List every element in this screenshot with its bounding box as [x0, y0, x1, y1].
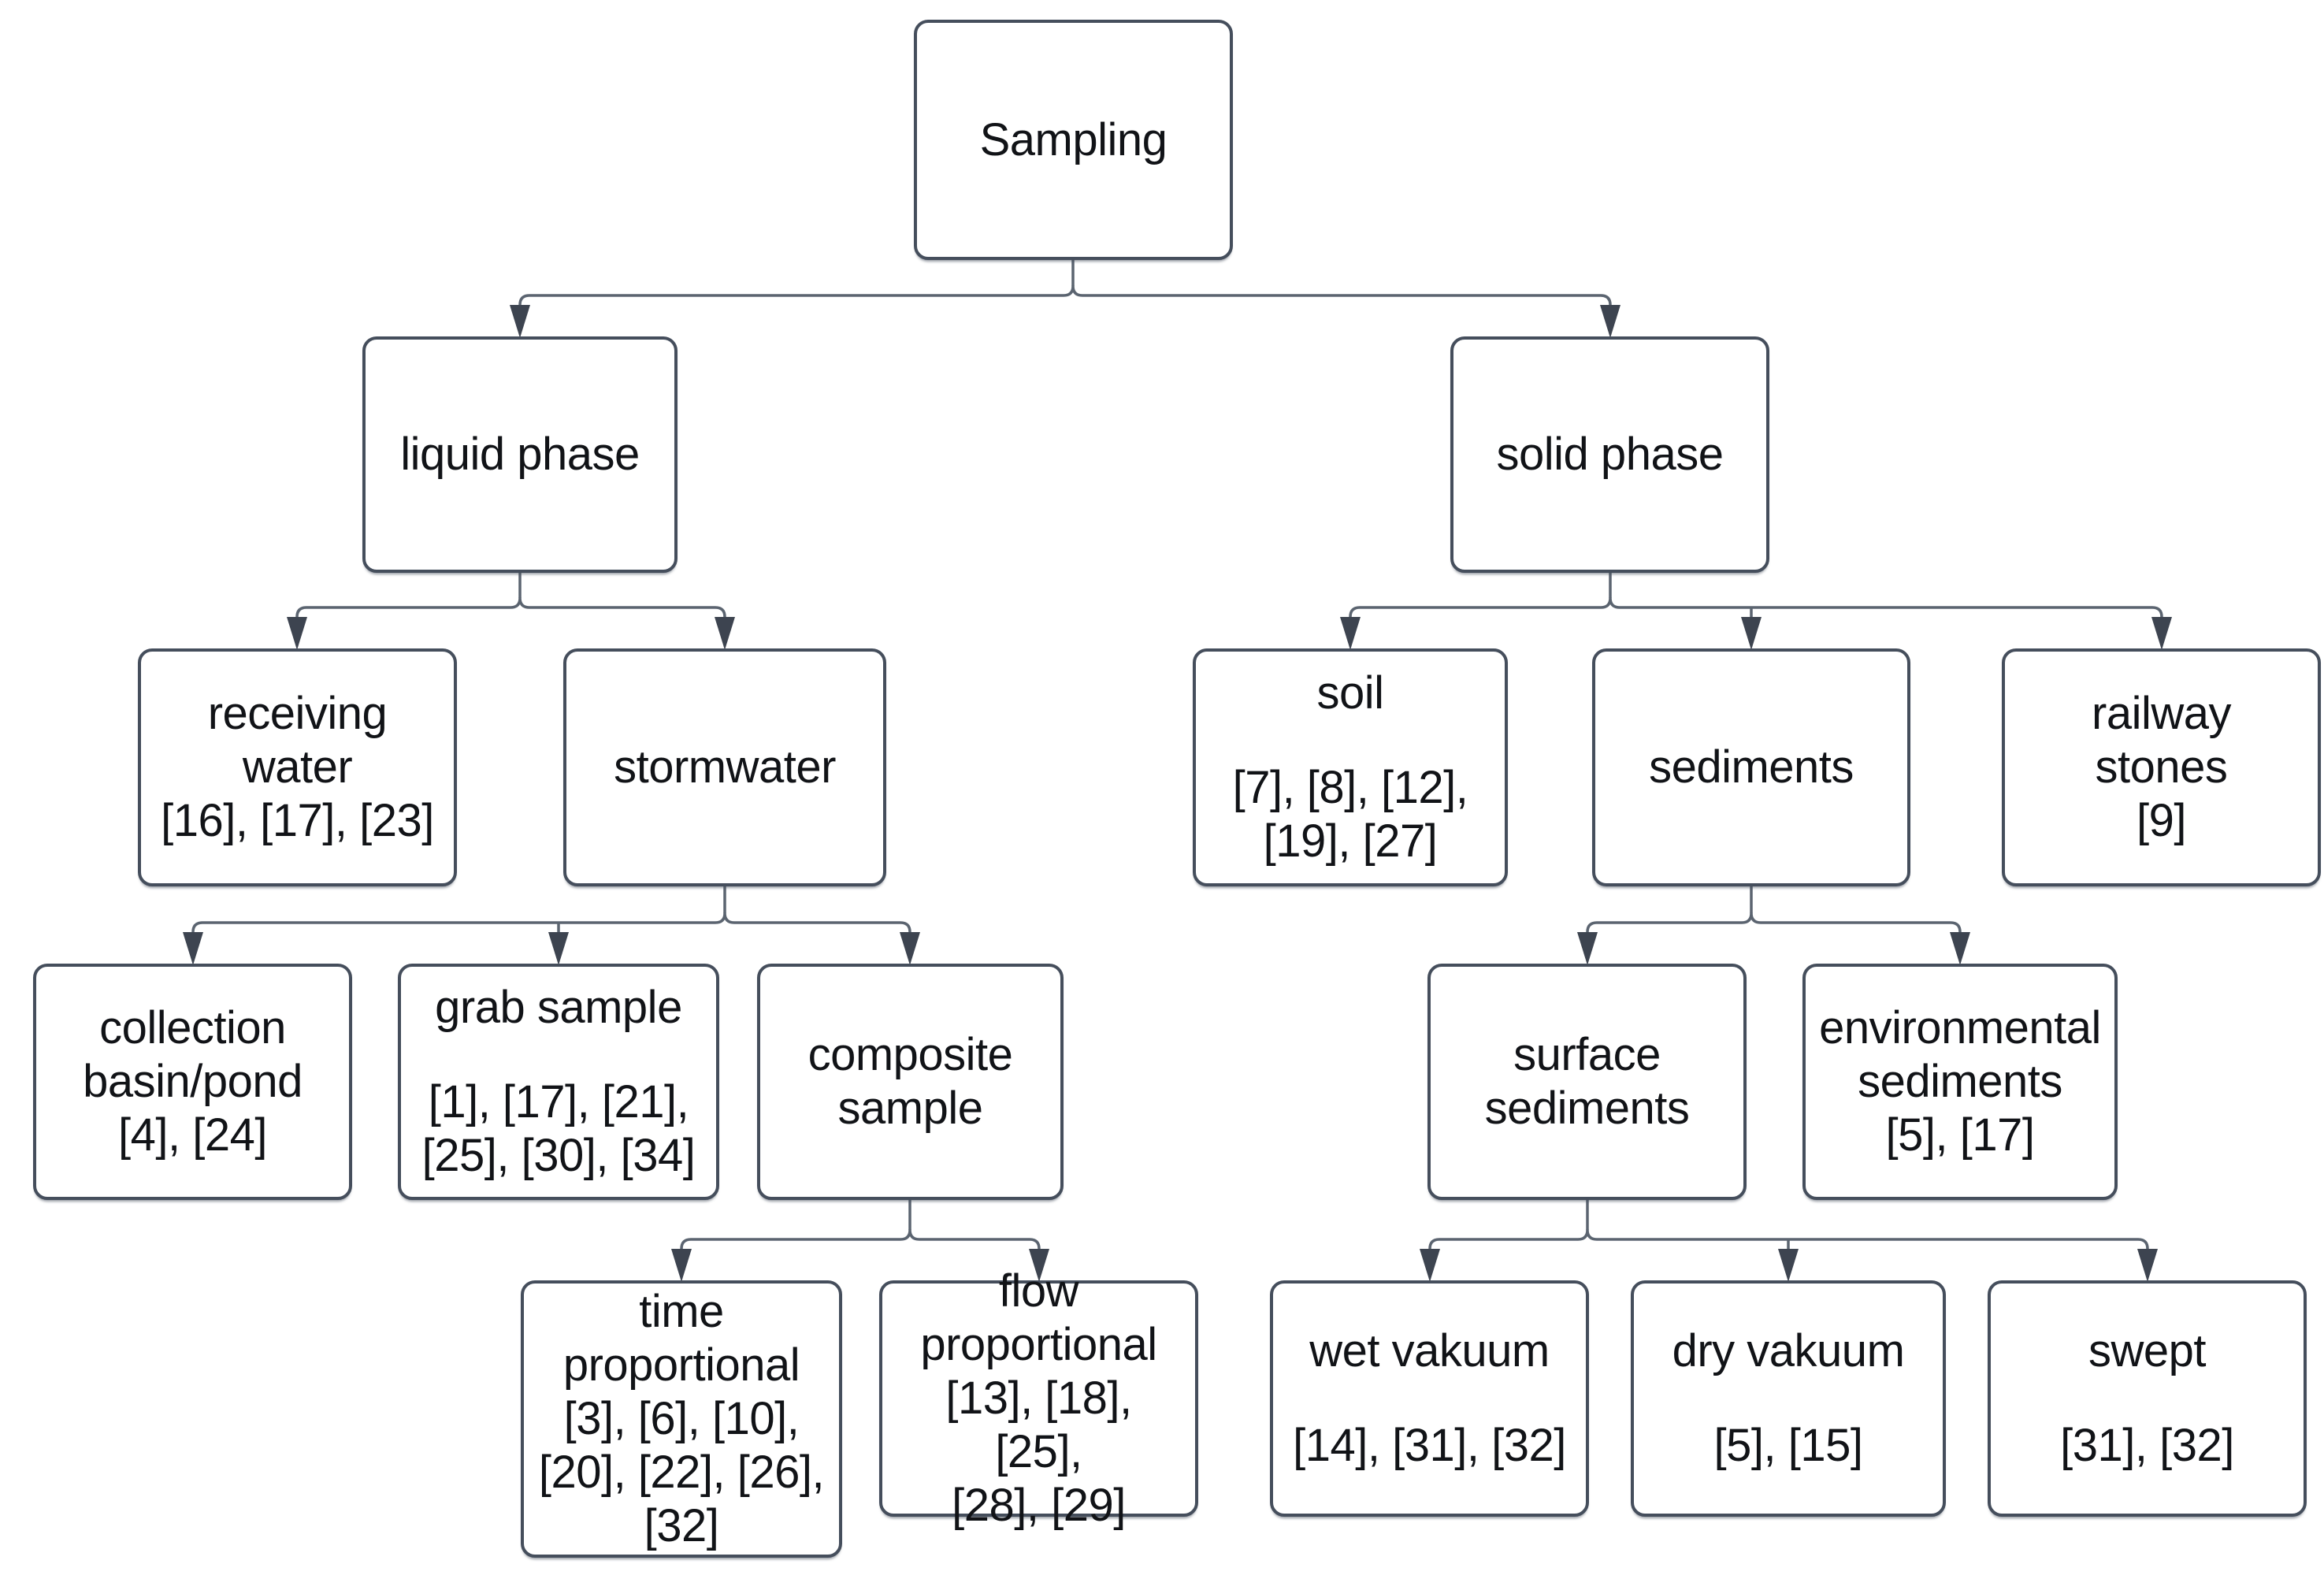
node-collection-basin-pond-refs: [4], [24] [118, 1109, 267, 1161]
node-sediments: sediments [1592, 648, 1910, 886]
node-environmental-sediments-label: environmental sediments [1819, 1002, 2101, 1107]
connectors-surface-sediments [1420, 1200, 2158, 1282]
connectors-sampling [510, 260, 1620, 338]
node-soil-label: soil [1316, 667, 1384, 719]
node-receiving-water-label: receiving water [207, 688, 388, 793]
node-composite-sample-label: composite sample [807, 1029, 1013, 1134]
node-time-proportional-label: time proportional [562, 1286, 800, 1391]
node-wet-vakuum: wet vakuum [14], [31], [32] [1270, 1280, 1589, 1517]
connectors-solid-phase [1340, 573, 2172, 650]
node-dry-vakuum: dry vakuum [5], [15] [1631, 1280, 1946, 1517]
node-time-proportional: time proportional [3], [6], [10], [20], … [521, 1280, 842, 1558]
node-wet-vakuum-refs: [14], [31], [32] [1293, 1420, 1566, 1471]
node-flow-proportional-label: flow proportional [920, 1265, 1157, 1370]
node-surface-sediments-label: surface sediments [1484, 1029, 1690, 1134]
node-receiving-water: receiving water [16], [17], [23] [138, 648, 457, 886]
node-stormwater: stormwater [563, 648, 886, 886]
node-grab-sample-refs: [1], [17], [21], [25], [30], [34] [421, 1076, 696, 1181]
node-sediments-label: sediments [1649, 741, 1854, 793]
node-railway-stones-label: railway stones [2092, 688, 2232, 793]
node-railway-stones: railway stones [9] [2002, 648, 2321, 886]
node-solid-phase-label: solid phase [1496, 429, 1724, 480]
node-soil: soil [7], [8], [12], [19], [27] [1193, 648, 1508, 886]
node-surface-sediments: surface sediments [1427, 964, 1747, 1200]
node-collection-basin-pond: collection basin/pond [4], [24] [33, 964, 352, 1200]
node-railway-stones-refs: [9] [2137, 795, 2187, 846]
node-liquid-phase: liquid phase [362, 336, 678, 573]
node-liquid-phase-label: liquid phase [400, 429, 640, 480]
node-flow-proportional-refs: [13], [18], [25], [28], [29] [945, 1373, 1132, 1531]
node-collection-basin-pond-label: collection basin/pond [83, 1002, 303, 1107]
node-composite-sample: composite sample [757, 964, 1064, 1200]
node-dry-vakuum-label: dry vakuum [1672, 1325, 1905, 1376]
connectors-liquid-phase [287, 573, 735, 650]
node-grab-sample-label: grab sample [435, 982, 682, 1033]
node-sampling-label: Sampling [979, 113, 1168, 165]
connectors-sediments [1577, 886, 1970, 965]
node-swept-label: swept [2088, 1325, 2207, 1376]
node-time-proportional-refs: [3], [6], [10], [20], [22], [26], [32] [538, 1393, 825, 1551]
node-wet-vakuum-label: wet vakuum [1309, 1325, 1550, 1376]
node-solid-phase: solid phase [1450, 336, 1769, 573]
node-flow-proportional: flow proportional [13], [18], [25], [28]… [879, 1265, 1198, 1531]
node-swept-refs: [31], [32] [2060, 1420, 2234, 1471]
node-sampling: Sampling [914, 20, 1233, 260]
node-receiving-water-refs: [16], [17], [23] [161, 795, 434, 846]
node-stormwater-label: stormwater [614, 741, 836, 793]
connectors-composite-sample [671, 1200, 1049, 1282]
node-environmental-sediments: environmental sediments [5], [17] [1802, 964, 2118, 1200]
node-swept: swept [31], [32] [1988, 1280, 2307, 1517]
connectors-stormwater [183, 886, 920, 965]
node-environmental-sediments-refs: [5], [17] [1885, 1109, 2035, 1161]
node-grab-sample: grab sample [1], [17], [21], [25], [30],… [398, 964, 719, 1200]
node-dry-vakuum-refs: [5], [15] [1713, 1420, 1863, 1471]
node-soil-refs: [7], [8], [12], [19], [27] [1232, 762, 1468, 867]
